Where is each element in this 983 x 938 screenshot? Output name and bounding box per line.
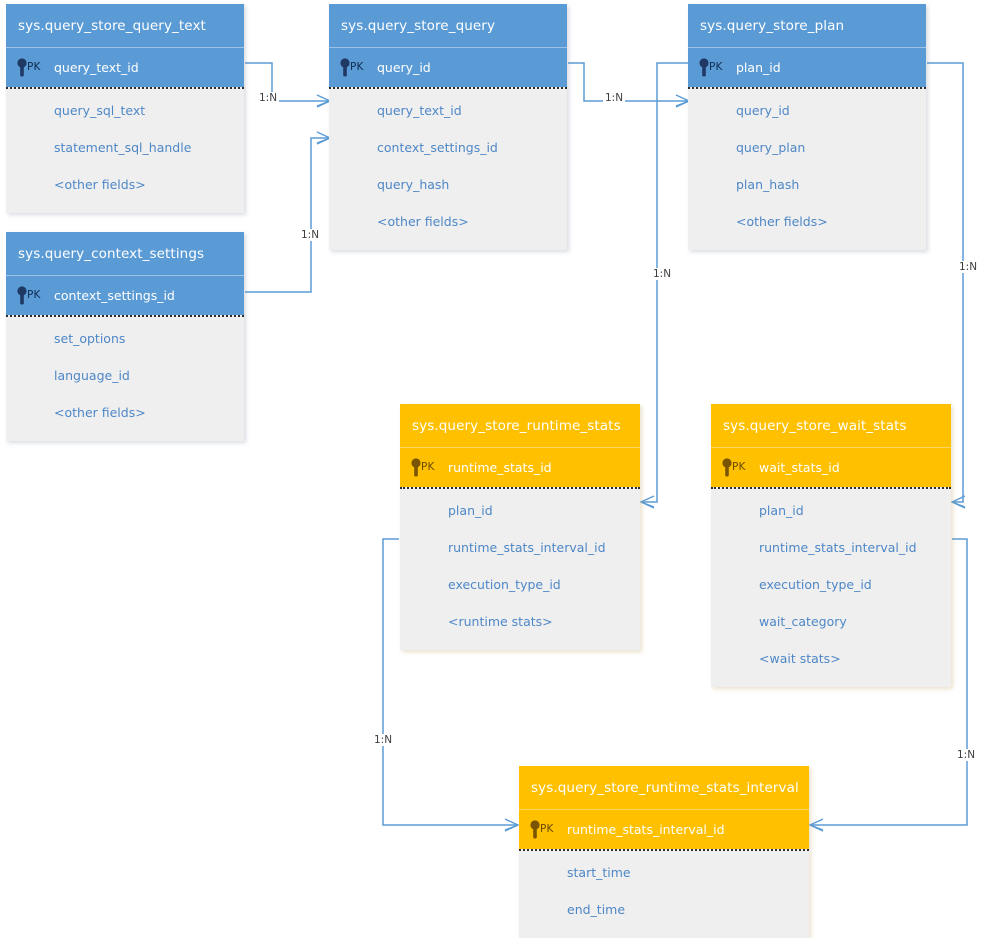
pk-badge-query: PK [350, 61, 364, 73]
pk-field-name-runtime_stats: runtime_stats_id [448, 460, 552, 475]
field-row[interactable]: query_hash [377, 177, 450, 192]
pk-field-name-context_settings: context_settings_id [54, 288, 175, 303]
field-row[interactable]: runtime_stats_interval_id [759, 540, 917, 555]
field-list-context_settings: set_options language_id <other fields> [6, 315, 244, 441]
field-row[interactable]: execution_type_id [759, 577, 872, 592]
field-row[interactable]: context_settings_id [377, 140, 498, 155]
cardinality-label: 1:N [955, 749, 978, 761]
field-row[interactable]: set_options [54, 331, 126, 346]
field-list-wait_stats: plan_id runtime_stats_interval_id executio… [711, 487, 951, 687]
field-list-runtime_stats: plan_id runtime_stats_interval_id executio… [400, 487, 640, 650]
pk-field-name-query: query_id [377, 60, 431, 75]
key-icon [17, 276, 51, 315]
rel-plan-to-runtime-stats [639, 62, 689, 509]
cardinality-label: 1:N [372, 734, 395, 746]
field-row[interactable]: statement_sql_handle [54, 140, 192, 155]
pk-field-name-query_text: query_text_id [54, 60, 139, 75]
key-icon [722, 448, 756, 487]
field-list-interval: start_time end_time [519, 849, 809, 938]
key-icon [411, 448, 445, 487]
entity-title-query: sys.query_store_query [329, 4, 567, 48]
field-row[interactable]: <other fields> [736, 214, 828, 229]
field-row[interactable]: query_plan [736, 140, 806, 155]
rel-context-settings-to-query [245, 131, 332, 293]
primary-key-row-query[interactable]: PK query_id [329, 48, 567, 87]
primary-key-row-interval[interactable]: PK runtime_stats_interval_id [519, 810, 809, 849]
field-row[interactable]: <other fields> [377, 214, 469, 229]
key-icon [17, 48, 51, 87]
primary-key-row-wait_stats[interactable]: PK wait_stats_id [711, 448, 951, 487]
cardinality-label: 1:N [603, 92, 626, 104]
entity-title-plan: sys.query_store_plan [688, 4, 926, 48]
pk-badge-interval: PK [540, 823, 554, 835]
field-row[interactable]: wait_category [759, 614, 847, 629]
key-icon [699, 48, 733, 87]
field-row[interactable]: runtime_stats_interval_id [448, 540, 606, 555]
field-list-query: query_text_id context_settings_id query_ha… [329, 87, 567, 250]
cardinality-label: 1:N [957, 261, 980, 273]
cardinality-label: 1:N [651, 268, 674, 280]
pk-badge-context_settings: PK [27, 289, 41, 301]
rel-query-to-plan [568, 62, 691, 108]
key-icon [530, 810, 564, 849]
primary-key-row-runtime_stats[interactable]: PK runtime_stats_id [400, 448, 640, 487]
pk-field-name-wait_stats: wait_stats_id [759, 460, 840, 475]
field-row[interactable]: query_id [736, 103, 790, 118]
field-row[interactable]: plan_id [448, 503, 493, 518]
entity-title-interval: sys.query_store_runtime_stats_interval [519, 766, 809, 810]
entity-title-context_settings: sys.query_context_settings [6, 232, 244, 276]
pk-badge-query_text: PK [27, 61, 41, 73]
primary-key-row-context_settings[interactable]: PK context_settings_id [6, 276, 244, 315]
pk-badge-runtime_stats: PK [421, 461, 435, 473]
field-list-query_text: query_sql_text statement_sql_handle <other… [6, 87, 244, 213]
cardinality-label: 1:N [257, 92, 280, 104]
pk-field-name-plan: plan_id [736, 60, 781, 75]
cardinality-label: 1:N [299, 229, 322, 241]
entity-title-runtime_stats: sys.query_store_runtime_stats [400, 404, 640, 448]
field-row[interactable]: <other fields> [54, 405, 146, 420]
entity-title-query_text: sys.query_store_query_text [6, 4, 244, 48]
pk-badge-plan: PK [709, 61, 723, 73]
field-row[interactable]: query_text_id [377, 103, 462, 118]
field-row[interactable]: execution_type_id [448, 577, 561, 592]
field-row[interactable]: <wait stats> [759, 651, 841, 666]
field-row[interactable]: <other fields> [54, 177, 146, 192]
entity-title-wait_stats: sys.query_store_wait_stats [711, 404, 951, 448]
field-row[interactable]: end_time [567, 902, 626, 917]
field-list-plan: query_id query_plan plan_hash <other fields… [688, 87, 926, 250]
field-row[interactable]: plan_hash [736, 177, 800, 192]
field-row[interactable]: language_id [54, 368, 130, 383]
pk-badge-wait_stats: PK [732, 461, 746, 473]
field-row[interactable]: <runtime stats> [448, 614, 553, 629]
key-icon [340, 48, 374, 87]
field-row[interactable]: plan_id [759, 503, 804, 518]
pk-field-name-interval: runtime_stats_interval_id [567, 822, 725, 837]
primary-key-row-query_text[interactable]: PK query_text_id [6, 48, 244, 87]
field-row[interactable]: query_sql_text [54, 103, 146, 118]
field-row[interactable]: start_time [567, 865, 631, 880]
primary-key-row-plan[interactable]: PK plan_id [688, 48, 926, 87]
